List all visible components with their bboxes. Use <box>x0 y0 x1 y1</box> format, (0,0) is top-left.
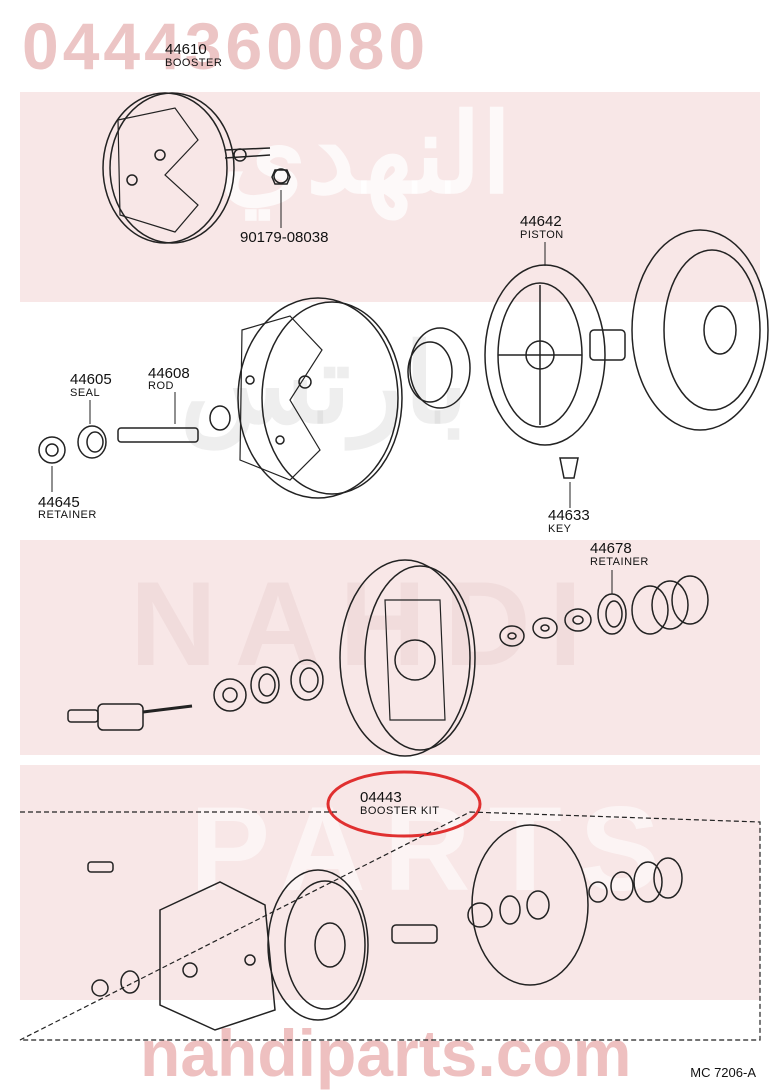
seal-ring-1 <box>250 666 280 704</box>
label-rod-name: ROD <box>148 380 174 392</box>
label-key-number: 44633 <box>548 507 590 524</box>
spring-boot <box>631 575 709 635</box>
watermark-band-3 <box>20 765 760 1000</box>
watermark-band-1 <box>20 92 760 302</box>
label-piston-name: PISTON <box>520 229 564 241</box>
piston-44642 <box>484 242 626 446</box>
key-44633 <box>559 457 579 508</box>
seal-44605 <box>77 400 107 459</box>
label-kit-name: BOOSTER KIT <box>360 805 440 817</box>
kit-parts <box>87 824 683 1031</box>
push-rod-assembly <box>67 703 193 731</box>
label-retainer-right-name: RETAINER <box>590 556 649 568</box>
retainer-44645 <box>38 436 66 492</box>
label-piston-number: 44642 <box>520 213 562 230</box>
label-booster-top-name: BOOSTER <box>165 57 223 69</box>
label-retainer-right-number: 44678 <box>590 540 632 557</box>
retainer-44678 <box>597 570 627 635</box>
seal-ring-2 <box>290 659 324 701</box>
washers-row <box>499 608 592 647</box>
kit-highlight-circle <box>326 770 482 838</box>
label-kit-number: 04443 <box>360 789 402 806</box>
watermark-part-number: 0444360080 <box>22 9 430 83</box>
label-seal-name: SEAL <box>70 387 101 399</box>
rod-44608 <box>117 392 231 443</box>
kit-outline-box <box>19 811 761 1041</box>
drawing-code: MC 7206-A <box>690 1065 756 1080</box>
label-retainer-left-name: RETAINER <box>38 509 97 521</box>
watermark-latin-2: PARTS <box>190 782 678 916</box>
label-rod-number: 44608 <box>148 365 190 382</box>
diaphragm-boot <box>407 327 471 409</box>
booster-shell-front <box>237 297 403 499</box>
label-bolt-number: 90179-08038 <box>240 229 329 246</box>
rear-shell <box>631 229 769 431</box>
label-booster-top-number: 44610 <box>165 41 207 58</box>
label-retainer-left-number: 44645 <box>38 494 80 511</box>
lock-washer <box>213 678 247 712</box>
booster-assembly-44610 <box>102 92 271 244</box>
label-key-name: KEY <box>548 523 572 535</box>
watermark-latin-1: NAHDI <box>130 557 600 691</box>
bolt-90179-08038 <box>271 168 291 228</box>
booster-shell-middle <box>339 559 476 757</box>
label-seal-number: 44605 <box>70 371 112 388</box>
